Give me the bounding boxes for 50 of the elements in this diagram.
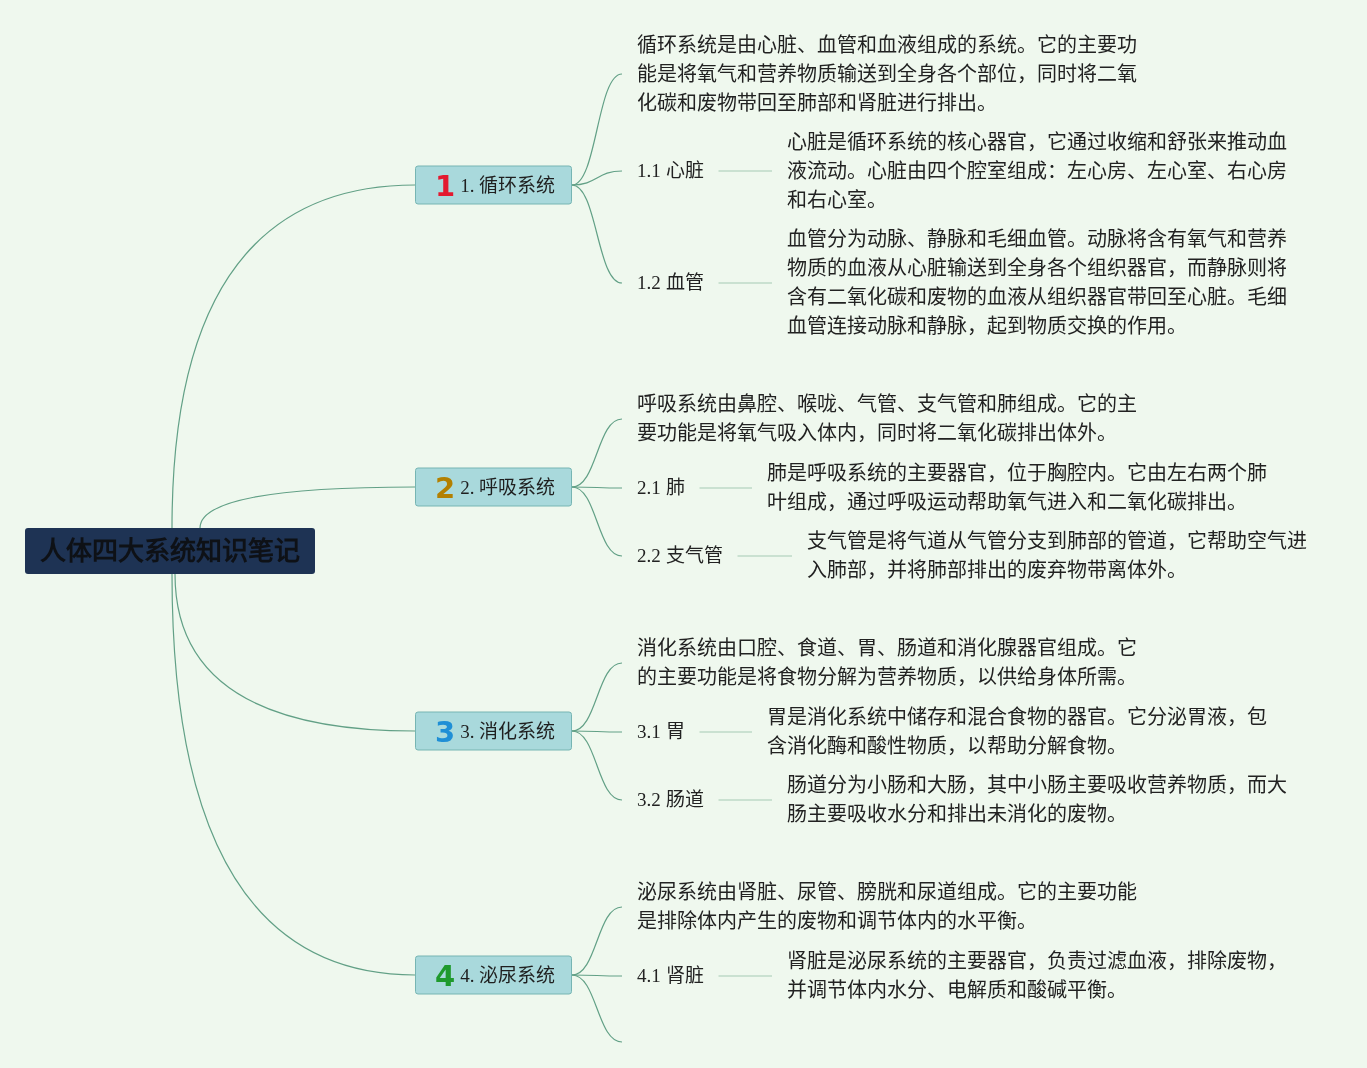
subtopic-label: 2.2 支气管	[637, 544, 723, 568]
connector-line	[717, 799, 773, 801]
connector-line	[174, 573, 416, 732]
description-text: 泌尿系统由肾脏、尿管、膀胱和尿道组成。它的主要功能是排除体内产生的废物和调节体内的水平衡。	[637, 880, 1138, 934]
connector-line	[571, 974, 623, 1043]
connector-line	[571, 170, 623, 186]
topic-box	[415, 165, 572, 205]
description-text: 胃是消化系统中储存和混合食物的器官。它分泌胃液，包含消化酶和酸性物质，以帮助分解食物。	[767, 705, 1268, 759]
description-text: 肺是呼吸系统的主要器官，位于胸腔内。它由左右两个肺叶组成，通过呼吸运动帮助氧气进入和二氧化碳排出。	[767, 461, 1268, 515]
connector-line	[171, 184, 416, 529]
topic-label: 1. 循环系统	[460, 173, 556, 197]
connector-line	[698, 487, 753, 489]
description-text: 消化系统由口腔、食道、胃、肠道和消化腺器官组成。它的主要功能是将食物分解为营养物质，以供给身体所需。	[637, 636, 1138, 690]
connector-line	[571, 486, 623, 557]
connector-line	[171, 573, 416, 976]
subtopic-label: 1.1 心脏	[637, 159, 704, 183]
topic-box	[415, 711, 572, 751]
connector-line	[571, 730, 623, 733]
subtopic-label: 1.2 血管	[637, 271, 704, 295]
root-topic: 人体四大系统知识笔记	[25, 528, 315, 574]
topic-label: 3. 消化系统	[460, 719, 556, 743]
connector-line	[571, 184, 623, 284]
number-marker: 4	[435, 960, 455, 990]
subtopic-label: 3.1 胃	[637, 720, 685, 744]
description-text: 血管分为动脉、静脉和毛细血管。动脉将含有氧气和营养物质的血液从心脏输送到全身各个组织器官，而静脉则将含有二氧化碳和废物的血液从组织器官带回至心脏。毛细血管连接动脉和静脉，起到物质交换的作用。	[787, 227, 1288, 339]
subtopic-label: 2.1 肺	[637, 476, 685, 500]
topic-label: 4. 泌尿系统	[460, 963, 556, 987]
connector-line	[199, 486, 416, 529]
description-text: 循环系统是由心脏、血管和血液组成的系统。它的主要功能是将氧气和营养物质输送到全身各个部位，同时将二氧化碳和废物带回至肺部和肾脏进行排出。	[637, 32, 1138, 116]
topic-box	[415, 955, 572, 995]
connector-line	[736, 555, 793, 557]
topic-label: 2. 呼吸系统	[460, 475, 556, 499]
connector-line	[717, 975, 773, 977]
number-marker: 3	[435, 716, 455, 746]
number-marker: 1	[435, 170, 455, 200]
topic-box	[415, 467, 572, 507]
subtopic-label: 3.2 肠道	[637, 788, 704, 812]
connector-line	[571, 974, 623, 977]
connector-line	[571, 486, 623, 489]
connector-line	[571, 730, 623, 801]
number-marker: 2	[435, 472, 455, 502]
connector-line	[717, 282, 773, 284]
description-text: 肠道分为小肠和大肠，其中小肠主要吸收营养物质，而大肠主要吸收水分和排出未消化的废物。	[787, 773, 1288, 827]
description-text: 心脏是循环系统的核心器官，它通过收缩和舒张来推动血液流动。心脏由四个腔室组成：左心房、左心室、右心房和右心室。	[787, 129, 1288, 213]
description-text: 呼吸系统由鼻腔、喉咙、气管、支气管和肺组成。它的主要功能是将氧气吸入体内，同时将二氧化碳排出体外。	[637, 392, 1138, 446]
connector-line	[717, 170, 773, 172]
description-text: 肾脏是泌尿系统的主要器官，负责过滤血液，排除废物，并调节体内水分、电解质和酸碱平衡。	[787, 949, 1288, 1003]
connector-line	[698, 731, 753, 733]
subtopic-label: 4.1 肾脏	[637, 964, 704, 988]
description-text: 支气管是将气道从气管分支到肺部的管道，它帮助空气进入肺部，并将肺部排出的废弃物带离体外。	[807, 529, 1308, 583]
